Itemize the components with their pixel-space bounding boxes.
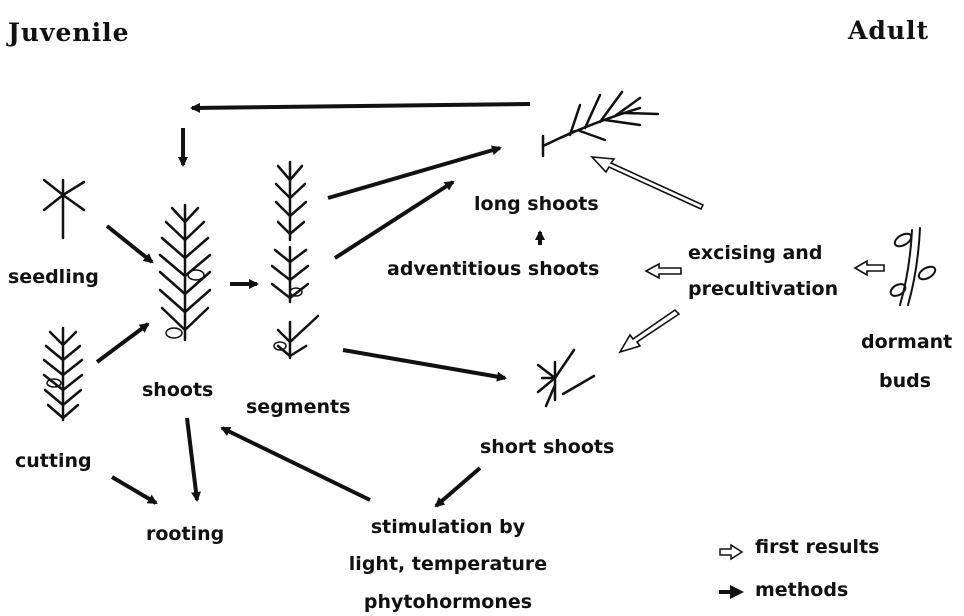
arrow-segments-to-long-1 [328,148,500,198]
legend-first-results-label: first results [755,538,879,557]
arrow-stimulation-to-shoots [222,428,370,500]
arrow-cutting-to-shoots [97,324,148,362]
seedling-drawing [44,180,84,238]
dormant-label-line1: dormant [861,333,952,352]
arrow-excising-to-adventitious [646,264,681,278]
stimulation-label-line3: phytohormones [338,593,558,612]
dormant-label-line2: buds [879,372,931,391]
arrow-cutting-to-rooting [112,477,156,503]
arrow-dormant-to-excising [855,261,884,275]
adult-header: Adult [848,18,929,43]
juvenile-header: Juvenile [8,20,130,45]
rooting-label: rooting [146,525,224,544]
arrow-short-to-stimulation [436,468,480,506]
method-arrows [97,104,540,506]
arrow-excising-to-short [620,310,679,352]
adventitious-shoots-label: adventitious shoots [387,260,599,279]
cutting-drawing [44,328,82,420]
legend-hollow-arrow-icon [720,545,742,559]
arrow-shoots-to-rooting [187,418,197,500]
arrow-excising-to-long [592,157,703,209]
short-shoots-drawing [538,350,594,406]
shoots-label: shoots [142,381,213,400]
shoots-drawing [160,205,210,340]
dormant-buds-drawing [889,228,938,305]
arrow-segments-to-long-2 [335,182,453,258]
legend-methods-label: methods [755,581,848,600]
long-shoots-drawing [543,92,658,156]
cutting-label: cutting [15,452,92,471]
seedling-label: seedling [8,268,99,287]
segments-label: segments [246,398,350,417]
excising-label-line1: excising and [688,244,822,263]
excising-label-line2: precultivation [688,280,838,299]
long-shoots-label: long shoots [474,195,599,214]
legend-solid-arrow-icon [719,585,744,599]
segments-drawing [272,162,318,358]
arrow-long-to-shoots [192,104,530,108]
stimulation-label-line2: light, temperature [338,555,558,574]
arrow-seedling-to-shoots [107,226,152,262]
arrow-segments-to-short [343,350,505,378]
short-shoots-label: short shoots [480,438,614,457]
stimulation-label-line1: stimulation by [348,518,548,537]
